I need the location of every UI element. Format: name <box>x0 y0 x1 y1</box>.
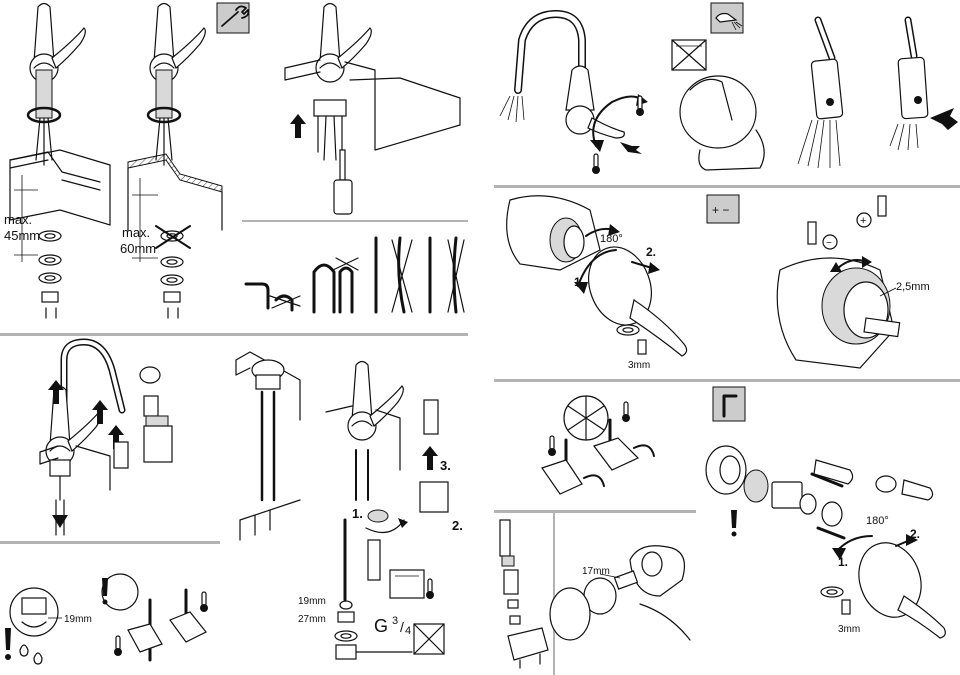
label-max-45-a: max. <box>4 212 32 227</box>
separator-right-3 <box>494 510 696 513</box>
label-minus: − <box>826 238 832 249</box>
label-step-2-b: 2. <box>910 527 920 541</box>
panel-handle-17mm: 17mm <box>549 545 691 641</box>
label-wrench-19: 19mm <box>298 596 326 607</box>
wrench-icon <box>216 2 250 34</box>
label-wrench-17: 17mm <box>582 566 610 577</box>
panel-cleaning-handle <box>671 2 765 171</box>
label-max-45-b: 45mm <box>4 228 40 243</box>
label-wrench-27: 27mm <box>298 614 326 625</box>
panel-mount-60mm: max. 60mm <box>120 2 250 319</box>
panel-cartridge-exploded: 180° 1. 2. 3mm <box>705 386 946 639</box>
label-hex-3mm-a: 3mm <box>628 360 650 371</box>
label-step-1-a: 1. <box>574 275 584 289</box>
label-step-1-b: 1. <box>838 555 848 569</box>
panel-hose-connection: 3. 1. 2. 19mm 27mm G 3 / 4 <box>235 351 463 660</box>
panel-spout-rotation <box>499 10 648 175</box>
separator-right-2 <box>494 379 960 382</box>
separator-left-bottom <box>0 541 220 544</box>
panel-push-tighten <box>284 2 461 215</box>
panel-hose-assembly <box>499 519 549 669</box>
label-180-a: 180° <box>600 233 623 245</box>
panel-shutoff-19mm: 19mm <box>5 587 92 665</box>
label-step-3: 3. <box>440 458 451 473</box>
panel-mount-45mm: max. 45mm <box>4 2 111 319</box>
plus-minus-icon: + − <box>706 194 740 224</box>
panel-cartridge-180: 180° 1. 2. 3mm <box>506 195 688 371</box>
label-max-60-b: 60mm <box>120 241 156 256</box>
panel-hose-bending <box>244 236 465 314</box>
hex-key-icon <box>712 386 746 422</box>
label-hex-3mm-b: 3mm <box>838 624 860 635</box>
label-hose-step-1: 1. <box>352 506 363 521</box>
svg-text:/: / <box>400 619 404 635</box>
panel-angle-valves <box>101 573 209 662</box>
separator-right-1 <box>494 185 960 188</box>
label-plus-minus: + − <box>712 203 729 217</box>
spray-icon <box>710 2 744 34</box>
label-wrench-19-left: 19mm <box>64 614 92 625</box>
separator-left-mid <box>0 333 468 336</box>
label-180-b: 180° <box>866 515 889 527</box>
separator-right-vertical <box>553 512 555 675</box>
panel-shutoff-valves-right <box>541 395 655 495</box>
panel-temperature-adjust: + − − + 2,5mm <box>706 194 930 369</box>
label-step-2-a: 2. <box>646 245 656 259</box>
label-thread-den: 4 <box>405 625 411 637</box>
separator-hoses <box>242 220 468 222</box>
panel-spray-modes <box>797 16 958 169</box>
label-thread-g: G <box>374 616 388 636</box>
label-plus: + <box>860 215 866 227</box>
panel-pullout-spout <box>39 338 173 536</box>
no-dishwasher-icon <box>671 39 707 71</box>
label-max-60-a: max. <box>122 225 150 240</box>
label-hex-2-5mm: 2,5mm <box>896 281 930 293</box>
label-hose-step-2: 2. <box>452 518 463 533</box>
label-thread-num: 3 <box>392 615 398 627</box>
